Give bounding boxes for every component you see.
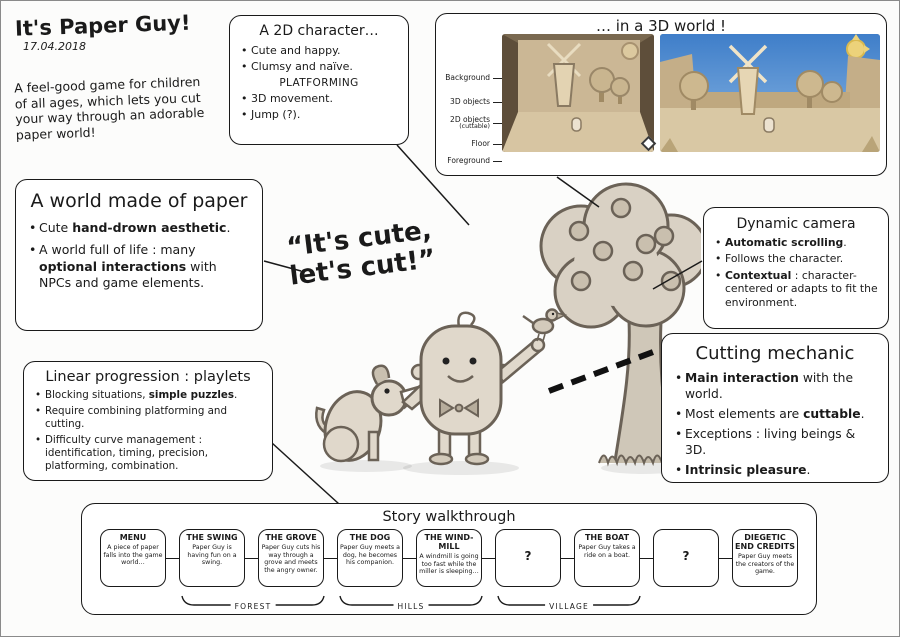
story-groups: FOREST HILLS VILLAGE: [82, 595, 816, 611]
character-box: A 2D character… Cute and happy. Clumsy a…: [229, 15, 409, 145]
story-node-unknown-1: ?: [495, 529, 561, 587]
cutting-box: Cutting mechanic Main interaction with t…: [661, 333, 889, 483]
world3d-box: … in a 3D world ! Background 3D objects …: [435, 13, 887, 176]
flow-connector: [719, 557, 732, 559]
bullet: A world full of life : many optional int…: [28, 242, 250, 291]
flow-connector: [166, 557, 179, 559]
platforming-subheading: PLATFORMING: [279, 77, 359, 89]
bullet: Exceptions : living beings & 3D.: [674, 427, 876, 459]
bullet: Contextual : character-centered or adapt…: [714, 269, 878, 309]
group-label-village: VILLAGE: [545, 602, 593, 611]
dog: [315, 364, 430, 463]
bullet: 3D movement.: [240, 92, 398, 105]
progression-box-title: Linear progression : playlets: [45, 369, 251, 385]
flow-connector: [403, 557, 416, 559]
paper-guy-character: [401, 311, 546, 466]
layer-label-floor: Floor: [440, 139, 502, 148]
tagline: A feel-good game for children of all age…: [13, 74, 205, 143]
bullet: Cute hand-drown aesthetic.: [28, 220, 250, 237]
layer-label-background: Background: [440, 73, 502, 82]
flow-connector: [561, 557, 574, 559]
layer-label-2d-objects: 2D objects(cuttable): [440, 115, 502, 131]
bullet: Blocking situations, simple puzzles.: [34, 389, 262, 402]
bullet: Jump (?).: [240, 108, 398, 121]
paper-world-box: A world made of paper Cute hand-drown ae…: [15, 179, 263, 331]
bullet: Main interaction with the world.: [674, 371, 876, 403]
bullet: Automatic scrolling.: [714, 236, 878, 250]
header: It's Paper Guy! 17.04.2018 A feel-good g…: [13, 11, 230, 143]
page-title: It's Paper Guy!: [14, 10, 191, 41]
bullet: Intrinsic pleasure.: [674, 463, 876, 479]
layer-label-3d-objects: 3D objects: [440, 97, 502, 106]
flow-connector: [482, 557, 495, 559]
bullet: Most elements are cuttable.: [674, 407, 876, 423]
date: 17.04.2018: [23, 40, 86, 53]
center-illustration: [315, 182, 701, 475]
character-box-title: A 2D character…: [259, 23, 379, 39]
flow-connector: [324, 557, 337, 559]
paper-world-box-title: A world made of paper: [30, 190, 248, 212]
flow-connector: [245, 557, 258, 559]
progression-box: Linear progression : playlets Blocking s…: [23, 361, 273, 481]
bird: [522, 308, 568, 342]
bullet: Difficulty curve management : identifica…: [34, 434, 262, 473]
group-brackets: [181, 595, 641, 606]
camera-box: Dynamic camera Automatic scrolling. Foll…: [703, 207, 889, 329]
bullet: Require combining platforming and cuttin…: [34, 405, 262, 431]
world3d-box-title: … in a 3D world !: [595, 17, 727, 35]
camera-box-title: Dynamic camera: [736, 216, 856, 232]
screenshot-game-view: [660, 34, 880, 152]
bullet: Follows the character.: [714, 252, 878, 266]
layer-label-foreground: Foreground: [440, 156, 502, 165]
story-node-unknown-2: ?: [653, 529, 719, 587]
story-title: Story walkthrough: [382, 509, 516, 525]
flow-connector: [640, 557, 653, 559]
cutting-box-title: Cutting mechanic: [695, 343, 855, 364]
bullet: Clumsy and naïve.: [240, 60, 398, 73]
bullet: Cute and happy.: [240, 44, 398, 57]
screenshot-editor-view: [502, 34, 654, 152]
group-label-hills: HILLS: [393, 602, 429, 611]
group-label-forest: FOREST: [230, 602, 276, 611]
